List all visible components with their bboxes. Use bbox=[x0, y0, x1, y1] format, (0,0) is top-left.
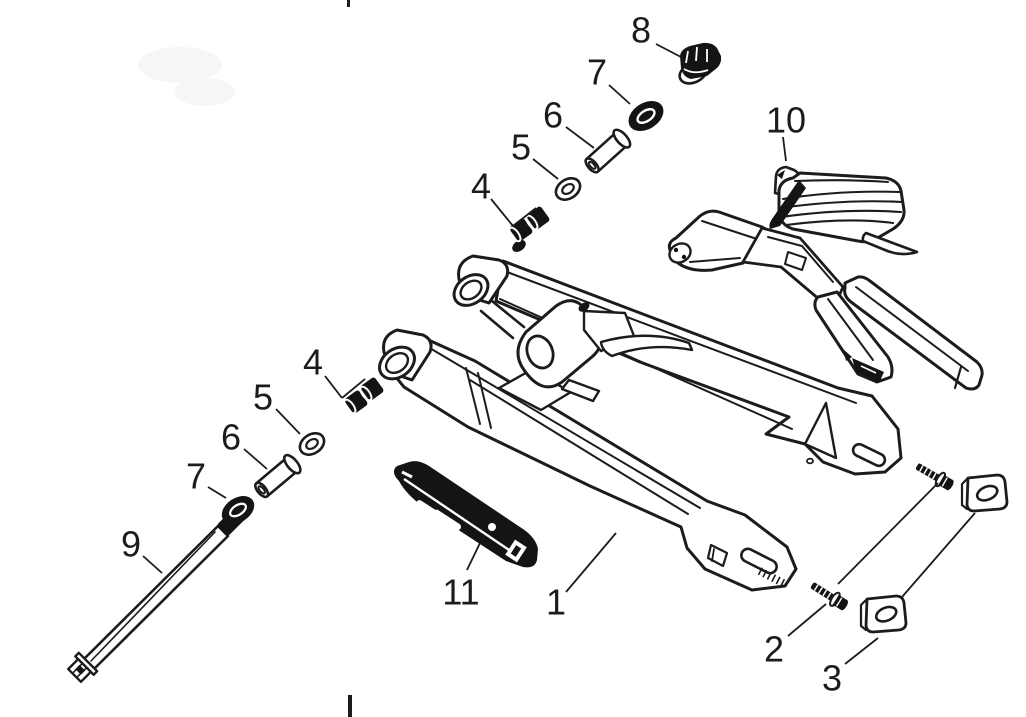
callout-label-7: 7 bbox=[186, 456, 206, 497]
part-1-swingarm bbox=[378, 240, 903, 592]
callout-leader-8 bbox=[655, 43, 682, 58]
callout-leader-4 bbox=[512, 207, 537, 227]
faint-watermark bbox=[138, 47, 235, 106]
registration-tick-top bbox=[347, 0, 350, 7]
part-11-chain-slider bbox=[393, 461, 538, 568]
callout-label-5: 5 bbox=[253, 377, 273, 418]
shock-mount-hole bbox=[525, 334, 555, 370]
callout-leader-2 bbox=[837, 482, 939, 585]
callout-leader-4 bbox=[324, 375, 343, 399]
callout-label-10: 10 bbox=[766, 100, 806, 141]
cross-member bbox=[479, 240, 694, 412]
callout-leader-3 bbox=[901, 512, 976, 598]
callout-label-6: 6 bbox=[221, 417, 241, 458]
part-6-spacer-sleeve-upper bbox=[580, 125, 635, 178]
upper-axle-slot bbox=[851, 442, 887, 468]
callout-label-3: 3 bbox=[822, 658, 842, 699]
part-2-adjuster-bolt-lower bbox=[807, 577, 852, 614]
callout-leader-3 bbox=[844, 637, 879, 665]
part-9-pivot-axle-bolt bbox=[67, 508, 245, 683]
part-8-flange-nut bbox=[678, 42, 722, 85]
part-4-bushings-lower bbox=[340, 375, 386, 417]
callout-label-5: 5 bbox=[511, 127, 531, 168]
callout-label-4: 4 bbox=[471, 166, 491, 207]
callout-label-8: 8 bbox=[631, 10, 651, 51]
callout-label-1: 1 bbox=[546, 582, 566, 623]
callout-leader-4 bbox=[490, 198, 514, 227]
callout-label-6: 6 bbox=[543, 95, 563, 136]
part-5-washer-lower bbox=[294, 427, 330, 461]
callout-leader-6 bbox=[565, 126, 595, 149]
part-3-adjuster-block-lower bbox=[859, 594, 908, 634]
callout-label-9: 9 bbox=[121, 524, 141, 565]
callout-leader-6 bbox=[243, 448, 268, 470]
lower-arm bbox=[389, 336, 798, 592]
callout-leader-4 bbox=[341, 378, 366, 399]
fender-ribs bbox=[778, 179, 904, 227]
part-4-bushings-upper bbox=[505, 204, 552, 245]
part-2-adjuster-bolt-upper bbox=[912, 458, 957, 494]
registration-tick-bottom bbox=[348, 695, 352, 717]
callout-leader-5 bbox=[275, 408, 301, 435]
callout-leader-11 bbox=[466, 542, 481, 571]
part-6-spacer-sleeve-lower bbox=[250, 451, 305, 503]
callout-label-2: 2 bbox=[764, 629, 784, 670]
part-7-dust-seal-upper bbox=[621, 93, 671, 139]
callout-label-4: 4 bbox=[303, 342, 323, 383]
part-10-rear-fender-assembly bbox=[667, 165, 984, 391]
mudflap-tip bbox=[861, 231, 919, 256]
callout-leader-9 bbox=[142, 555, 163, 574]
adjuster-serrations bbox=[757, 567, 786, 587]
fender-edge-blade bbox=[769, 180, 806, 229]
callout-leader-1 bbox=[565, 532, 617, 593]
callout-leader-10 bbox=[782, 136, 787, 162]
callout-leader-7 bbox=[608, 84, 631, 105]
tick-layer bbox=[347, 0, 352, 717]
callout-leader-7 bbox=[207, 486, 227, 499]
part-3-adjuster-block-upper bbox=[960, 473, 1009, 513]
upper-gusset bbox=[803, 401, 838, 460]
fender-panel bbox=[777, 171, 906, 244]
callout-leader-5 bbox=[532, 158, 559, 180]
callout-leader-2 bbox=[787, 603, 827, 637]
callout-label-7: 7 bbox=[587, 52, 607, 93]
lower-axle-slot bbox=[740, 547, 778, 575]
callout-label-11: 11 bbox=[442, 572, 479, 613]
brake-guide-horn bbox=[599, 334, 694, 358]
